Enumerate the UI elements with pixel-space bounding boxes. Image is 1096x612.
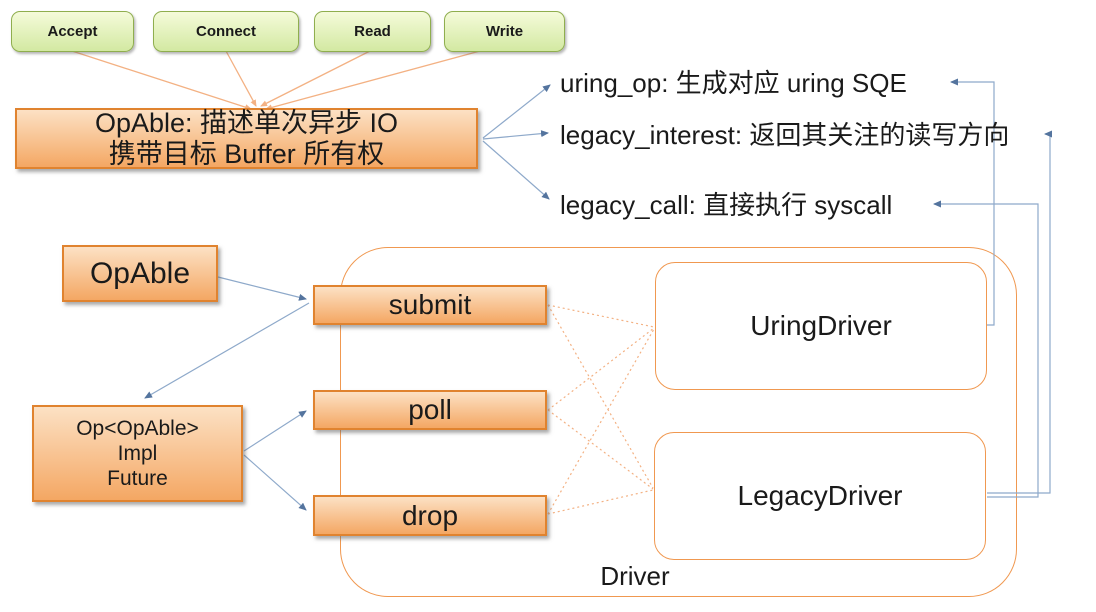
opable-box-label: OpAble [89,256,191,290]
method-label-legacy-interest: legacy_interest: 返回其关注的读写方向 [560,120,1010,150]
op-box-write-label: Write [485,23,524,40]
opable-description-line2: 携带目标 Buffer 所有权 [108,138,385,169]
op-impl-line2: Impl [117,442,158,465]
driver-to-method-lines [933,78,1052,498]
fn-submit-label: submit [388,289,472,320]
ops-to-opable-arrows [71,50,481,111]
opable-to-methods-arrows [482,84,551,200]
fn-box-poll: poll [313,390,547,430]
uring-driver-label: UringDriver [750,310,892,341]
fn-box-drop: drop [313,495,547,536]
op-box-read-label: Read [354,23,391,40]
fn-poll-label: poll [408,394,452,425]
opable-description-box: OpAble: 描述单次异步 IO 携带目标 Buffer 所有权 [15,108,478,169]
op-box-accept-label: Accept [47,23,98,40]
method-label-legacy-call: legacy_call: 直接执行 syscall [560,190,893,220]
fn-drop-label: drop [401,499,459,531]
fn-to-driver-dotted-lines [547,304,655,515]
opable-description-line1: OpAble: 描述单次异步 IO [94,107,399,138]
opable-box: OpAble [62,245,218,302]
legacy-driver-box: LegacyDriver [654,432,986,560]
driver-container-label: Driver [600,561,670,591]
op-impl-future-box: Op<OpAble> Impl Future [32,405,243,502]
uring-driver-box: UringDriver [655,262,987,390]
op-box-write: Write [444,11,565,52]
op-box-read: Read [314,11,431,52]
legacy-driver-label: LegacyDriver [737,480,903,511]
op-box-accept: Accept [11,11,134,52]
op-impl-line1: Op<OpAble> [76,417,199,440]
method-label-uring-op: uring_op: 生成对应 uring SQE [560,68,907,98]
op-impl-line3: Future [107,467,168,490]
left-flow-arrows [144,276,310,511]
op-box-connect: Connect [153,11,299,52]
fn-box-submit: submit [313,285,547,325]
op-box-connect-label: Connect [196,23,256,40]
